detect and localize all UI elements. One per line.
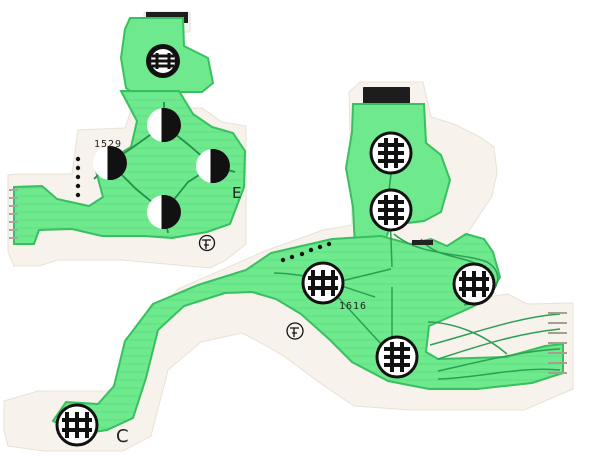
board-e-edge-pins (9, 189, 18, 239)
board-e-top-contact (146, 44, 180, 78)
button-contact-icon (369, 131, 413, 175)
board-c-contact-lower-left (55, 403, 99, 447)
board-c-contact-right (452, 262, 496, 306)
board-e-dot-row (75, 156, 81, 198)
board-c-contact-bottom (375, 335, 419, 379)
board-e-contact-right (196, 149, 230, 183)
board-e-contact-top (147, 108, 181, 142)
board-c-edge-pins (548, 312, 567, 374)
connector-pin-icon (412, 240, 433, 245)
logo-mark-icon (198, 234, 216, 252)
board-c-ribbon-connector (363, 87, 410, 104)
board-c-dot-row (280, 241, 332, 263)
board-c-logo-mark-icon (286, 322, 304, 340)
board-e (7, 11, 247, 269)
board-c-contact-left (301, 261, 345, 305)
board-c-main-trace (51, 232, 564, 436)
board-e-contact-bottom (147, 195, 181, 229)
board-c (3, 81, 574, 452)
board-e-contact-left (93, 146, 127, 180)
board-c-contact-upper-middle (369, 188, 413, 232)
